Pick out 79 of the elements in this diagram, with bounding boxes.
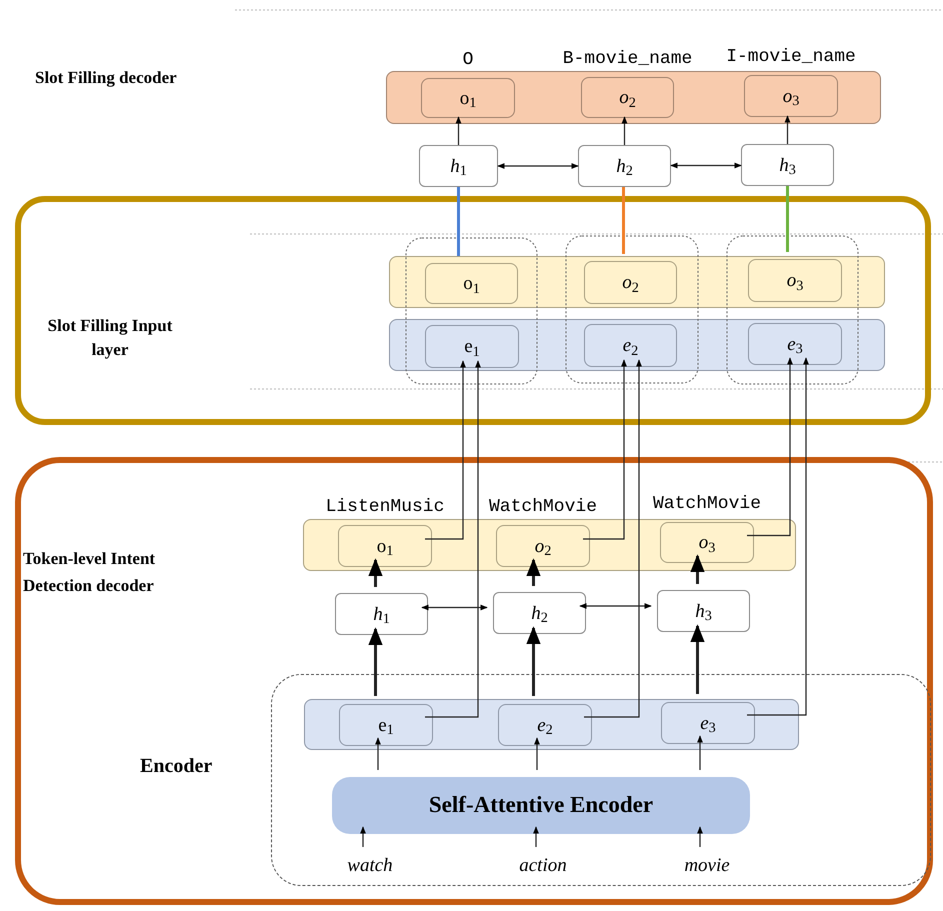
connector-line bbox=[622, 187, 625, 254]
arrow bbox=[747, 357, 793, 536]
node-label: o$_{1}$ bbox=[376, 536, 394, 556]
node-label: e$_{3}$ bbox=[787, 334, 803, 354]
node-label: Encoder bbox=[140, 754, 214, 779]
arrow bbox=[784, 115, 790, 144]
hidden-state-box bbox=[493, 592, 586, 634]
embedding-box bbox=[748, 323, 842, 365]
embedding-box bbox=[584, 324, 677, 367]
node-label: Self-Attentive Encoder bbox=[428, 791, 654, 820]
node-label: e$_{1}$ bbox=[464, 337, 480, 356]
arrow bbox=[375, 737, 381, 770]
arrow bbox=[583, 359, 627, 540]
node-label: o$_{2}$ bbox=[534, 536, 552, 556]
node-label: o$_{1}$ bbox=[463, 274, 480, 293]
arrow bbox=[584, 359, 642, 718]
arrow bbox=[579, 603, 652, 609]
node-label: Slot Filling Input layer bbox=[46, 315, 174, 361]
node-label: h$_{1}$ bbox=[450, 156, 467, 176]
arrow bbox=[368, 558, 383, 587]
output-box bbox=[748, 259, 842, 302]
arrow bbox=[697, 735, 703, 770]
node-label: h$_{2}$ bbox=[531, 604, 548, 622]
node-label: e$_{2}$ bbox=[537, 716, 553, 734]
embedding-box bbox=[339, 704, 433, 746]
node-label: o$_{3}$ bbox=[786, 271, 804, 290]
input-word: action bbox=[498, 854, 588, 878]
arrow bbox=[690, 624, 705, 694]
connector-line bbox=[457, 187, 460, 256]
section-frame bbox=[15, 457, 933, 905]
embedding-band bbox=[304, 699, 799, 750]
embedding-box bbox=[425, 325, 519, 368]
node-label: Token-level Intent Detection decoder bbox=[23, 548, 156, 597]
node-label: h$_{1}$ bbox=[373, 604, 390, 624]
hidden-state-box bbox=[741, 144, 834, 186]
arrow bbox=[534, 737, 540, 770]
arrow bbox=[368, 627, 383, 696]
node-label: e$_{3}$ bbox=[700, 714, 716, 732]
hidden-state-box bbox=[419, 145, 498, 187]
input-layer-band bbox=[389, 319, 885, 371]
encoder-block bbox=[332, 777, 750, 834]
arrow bbox=[526, 558, 541, 586]
hidden-state-box bbox=[578, 145, 671, 187]
node-label: h$_{3}$ bbox=[779, 156, 796, 174]
input-word: movie bbox=[662, 854, 752, 878]
section-frame bbox=[15, 196, 931, 425]
arrow bbox=[670, 162, 742, 168]
node-label: o$_{2}$ bbox=[619, 88, 636, 107]
input-layer-band bbox=[389, 256, 885, 308]
output-box bbox=[584, 261, 677, 304]
section-label: Slot Filling decoder bbox=[35, 67, 178, 89]
node-label: e$_{1}$ bbox=[378, 716, 394, 734]
arrow bbox=[690, 554, 705, 584]
node-label: e$_{2}$ bbox=[622, 336, 638, 355]
input-word: watch bbox=[325, 854, 415, 878]
node-label: o$_{3}$ bbox=[698, 533, 716, 552]
embedding-box bbox=[661, 702, 755, 744]
arrow bbox=[456, 116, 462, 145]
arrow bbox=[421, 604, 488, 610]
hidden-state-box bbox=[335, 593, 428, 635]
arrow bbox=[747, 357, 809, 716]
connector-line bbox=[786, 186, 789, 252]
embedding-box bbox=[498, 704, 592, 746]
arrow bbox=[533, 826, 539, 847]
arrow bbox=[425, 360, 466, 540]
intent-label: WatchMovie bbox=[652, 493, 762, 516]
node-label: o$_{1}$ bbox=[460, 88, 476, 108]
arrow bbox=[526, 626, 541, 696]
output-box bbox=[425, 263, 518, 304]
arrow bbox=[425, 360, 481, 718]
arrow bbox=[360, 826, 366, 847]
hidden-state-box bbox=[657, 590, 750, 632]
arrow bbox=[497, 163, 579, 169]
node-label: o$_{2}$ bbox=[622, 273, 639, 292]
node-label: h$_{3}$ bbox=[695, 602, 712, 620]
node-label: h$_{2}$ bbox=[616, 156, 633, 176]
arrow bbox=[622, 116, 628, 145]
node-label: o$_{3}$ bbox=[782, 86, 800, 106]
arrow bbox=[697, 826, 703, 847]
